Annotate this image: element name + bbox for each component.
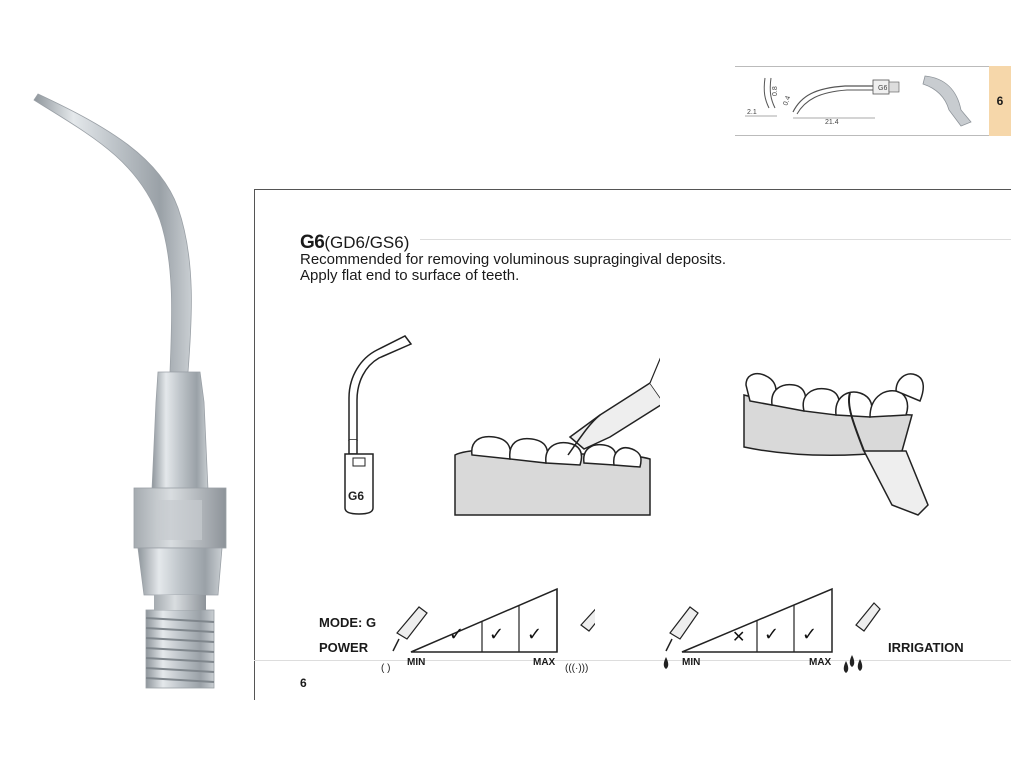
dim-label: 2.1 (747, 109, 757, 116)
irrigation-label: IRRIGATION (888, 640, 964, 655)
thumbnail-strip: 2.1 0.8 0.4 G6 21.4 (735, 66, 1011, 136)
power-min-label: MIN (407, 657, 426, 668)
power-check-icon: ✓ (527, 624, 542, 645)
power-check-icon: ✓ (449, 624, 464, 645)
page-badge-number: 6 (996, 94, 1004, 108)
mode-label: MODE: G (319, 615, 377, 630)
tip-code: G6 (300, 232, 325, 253)
power-label: POWER (319, 640, 369, 655)
tip-description-line: Recommended for removing voluminous supr… (300, 251, 727, 268)
scaler-tip-illustration (33, 93, 227, 689)
tip-diagram-thumbnail: 2.1 0.8 0.4 G6 21.4 (735, 66, 989, 136)
tip-variants: (GD6/GS6) (324, 233, 410, 252)
irrigation-cross-icon: ✕ (732, 627, 745, 646)
tip-outline-label: G6 (348, 489, 364, 503)
dim-label: 21.4 (825, 119, 839, 126)
power-max-label: MAX (533, 657, 556, 668)
dim-label: 0.4 (782, 95, 792, 107)
usage-illustration-front (454, 357, 660, 516)
tip-title: G6(GD6/GS6) (300, 232, 409, 254)
svg-text:( ): ( ) (381, 663, 390, 674)
tip-outline-drawing: G6 (344, 335, 413, 515)
irrigation-scale: ✕ ✓ ✓ (663, 587, 881, 673)
tip-code-label: G6 (878, 85, 887, 92)
page-badge (989, 66, 1011, 136)
irrigation-check-icon: ✓ (764, 624, 779, 645)
irrigation-max-label: MAX (809, 657, 832, 668)
power-check-icon: ✓ (489, 624, 504, 645)
dim-label: 0.8 (772, 86, 779, 96)
power-scale: ( ) ✓ ✓ ✓ (((·))) (381, 587, 595, 674)
irrigation-min-label: MIN (682, 657, 701, 668)
tip-description-line: Apply flat end to surface of teeth. (300, 267, 520, 284)
svg-text:(((·))): (((·))) (565, 663, 588, 674)
page-number: 6 (300, 676, 307, 690)
usage-illustration-lingual (743, 372, 929, 516)
irrigation-check-icon: ✓ (802, 624, 817, 645)
